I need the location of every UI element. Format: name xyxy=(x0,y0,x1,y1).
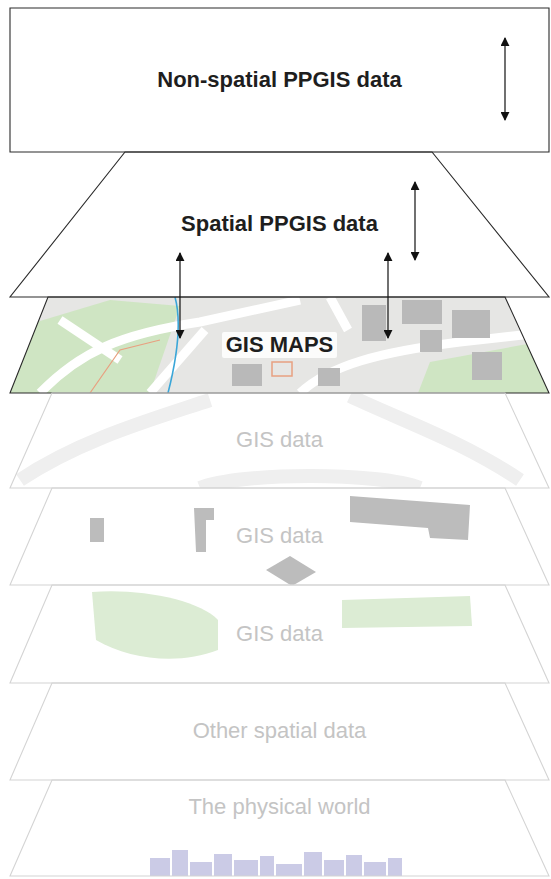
layer-outline xyxy=(10,8,549,152)
map-image xyxy=(472,352,502,380)
skyline-buildings xyxy=(190,862,212,876)
layer-outline xyxy=(10,780,549,876)
skyline-buildings xyxy=(150,858,170,876)
skyline-buildings xyxy=(304,852,322,876)
data-layer: Other spatial data xyxy=(10,683,549,780)
map-image xyxy=(330,297,348,330)
layer-label: GIS data xyxy=(236,427,323,453)
interaction-arrow xyxy=(504,38,505,120)
world-layer: The physical world xyxy=(10,780,549,876)
map-image xyxy=(40,297,549,393)
layer-outline xyxy=(10,297,549,393)
layer-outline xyxy=(10,585,549,683)
map-image xyxy=(168,297,178,393)
layer-label: GIS data xyxy=(236,621,323,647)
map-image xyxy=(362,305,386,341)
interaction-arrow xyxy=(414,182,415,260)
interaction-arrow xyxy=(387,253,388,338)
data-layer: GIS data xyxy=(10,488,549,585)
interaction-arrow xyxy=(179,253,180,338)
faint-buildings xyxy=(90,518,104,542)
map-image xyxy=(232,364,262,386)
map-image xyxy=(452,310,490,338)
faint-buildings xyxy=(194,508,214,552)
skyline-buildings xyxy=(324,860,344,876)
skyline-buildings xyxy=(260,856,274,876)
faint-buildings xyxy=(350,496,470,540)
faint-green-areas xyxy=(92,591,472,658)
layer-label: GIS data xyxy=(236,523,323,549)
skyline-buildings xyxy=(346,855,362,876)
data-layer: GIS data xyxy=(10,393,549,488)
layer-outline xyxy=(10,152,549,297)
map-image xyxy=(60,320,120,360)
interaction-arrow xyxy=(415,38,505,260)
map-image xyxy=(10,297,549,393)
faint-green-areas xyxy=(92,591,218,658)
layer-label: Spatial PPGIS data xyxy=(181,211,378,237)
layer-outline xyxy=(10,488,549,585)
layer-label: The physical world xyxy=(188,794,370,820)
map-image xyxy=(420,330,442,352)
map-image xyxy=(10,300,180,393)
layer-outline xyxy=(10,683,549,780)
context-panel: Non-spatial PPGIS data xyxy=(10,8,549,152)
faint-roads xyxy=(20,400,210,480)
map-image xyxy=(90,340,160,393)
skyline-buildings xyxy=(364,862,386,876)
skyline-buildings xyxy=(150,850,402,876)
map-image xyxy=(318,368,340,386)
map-layer: GIS MAPS xyxy=(10,297,549,393)
faint-roads xyxy=(350,396,520,480)
map-image xyxy=(402,300,442,324)
faint-roads xyxy=(200,476,420,488)
skyline-buildings xyxy=(276,864,302,876)
layer-label: GIS MAPS xyxy=(222,332,338,358)
skyline-buildings xyxy=(234,860,258,876)
skyline-buildings xyxy=(214,854,232,876)
layer-label: Other spatial data xyxy=(193,718,367,744)
faint-buildings xyxy=(90,496,470,586)
faint-green-areas xyxy=(342,596,472,628)
data-layer: GIS data xyxy=(10,585,549,683)
spatial-layer: Spatial PPGIS data xyxy=(10,152,549,297)
map-image xyxy=(10,297,549,393)
layer-label: Non-spatial PPGIS data xyxy=(157,67,402,93)
faint-roads xyxy=(20,396,520,488)
skyline-buildings xyxy=(388,858,402,876)
layer-outline xyxy=(10,393,549,488)
map-image xyxy=(272,362,292,376)
faint-buildings xyxy=(266,556,316,586)
skyline-buildings xyxy=(172,850,188,876)
